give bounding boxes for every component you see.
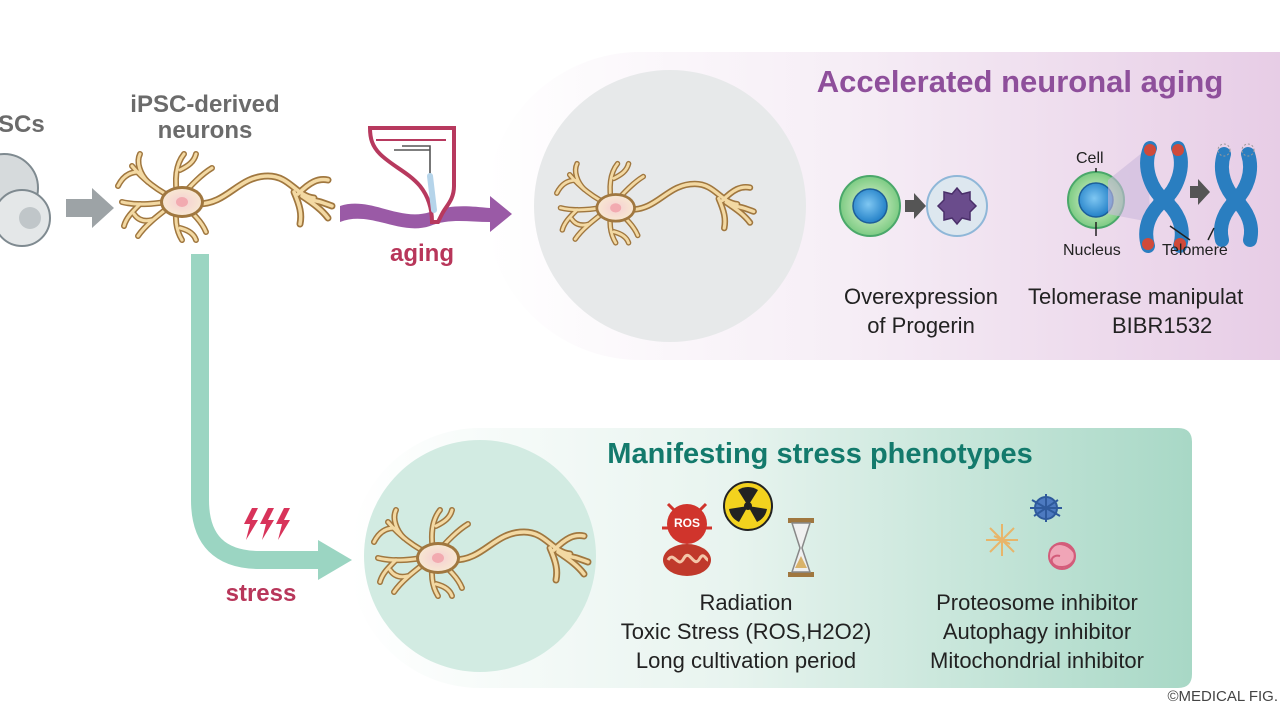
aging-tube-icon xyxy=(367,126,456,224)
aging-arrow xyxy=(340,196,512,232)
hourglass-icon xyxy=(788,518,814,577)
aggregate-icon xyxy=(986,494,1076,570)
aged-neuron-circle xyxy=(534,70,806,342)
stress-arrow-label: stress xyxy=(225,580,297,607)
ros-badge: ROS xyxy=(673,516,700,530)
progerin-caption: Overexpression of Progerin xyxy=(843,284,999,338)
nucleus-label: Nucleus xyxy=(1063,242,1121,259)
ipsc-neuron xyxy=(118,154,332,240)
ipsc-nucleus xyxy=(19,207,41,229)
ipsc-label: SCs xyxy=(0,111,45,138)
shortened-chromosome-icon xyxy=(1214,143,1258,247)
dark-arrow xyxy=(905,193,926,219)
radiation-icon xyxy=(723,481,773,531)
environmental-stress-caption: Radiation Toxic Stress (ROS,H2O2) Long c… xyxy=(620,590,872,673)
neurons-label: iPSC-derived neurons xyxy=(130,91,280,144)
grey-arrow xyxy=(66,188,114,228)
inhibitor-caption: Proteosome inhibitor Autophagy inhibitor… xyxy=(930,590,1144,673)
chromosome-icon xyxy=(1139,141,1189,253)
telomerase-caption: Telomerase manipulat BIBR1532 xyxy=(1028,284,1244,338)
aging-arrow-label: aging xyxy=(390,240,454,267)
stress-title: Manifesting stress phenotypes xyxy=(607,438,1033,470)
telomere-label: Telomere xyxy=(1162,242,1228,259)
copyright: ©MEDICAL FIG. xyxy=(1167,688,1278,705)
stress-arrow xyxy=(191,254,320,569)
lightning-icon xyxy=(244,508,290,540)
ros-mitochondria-icon xyxy=(662,502,712,576)
aging-title: Accelerated neuronal aging xyxy=(816,64,1224,99)
dark-arrow xyxy=(1190,179,1210,205)
cell-label: Cell xyxy=(1076,150,1104,167)
